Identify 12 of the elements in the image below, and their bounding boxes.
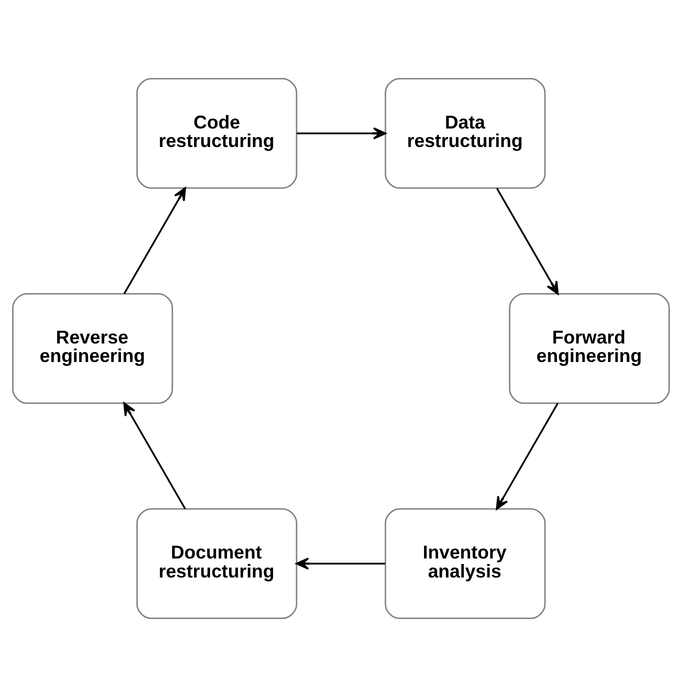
arrow — [296, 127, 386, 140]
arrow — [496, 188, 559, 295]
node-box: Inventory analysis — [384, 508, 546, 620]
arrow — [124, 187, 186, 294]
node-box: Forward engineering — [508, 293, 670, 404]
node-box: Document restructuring — [136, 508, 298, 620]
node-box: Data restructuring — [384, 78, 546, 189]
arrow — [296, 558, 386, 570]
arrow — [496, 402, 558, 510]
node-box: Code restructuring — [136, 78, 298, 189]
arrow — [123, 402, 186, 510]
node-box: Reverse engineering — [12, 293, 174, 404]
